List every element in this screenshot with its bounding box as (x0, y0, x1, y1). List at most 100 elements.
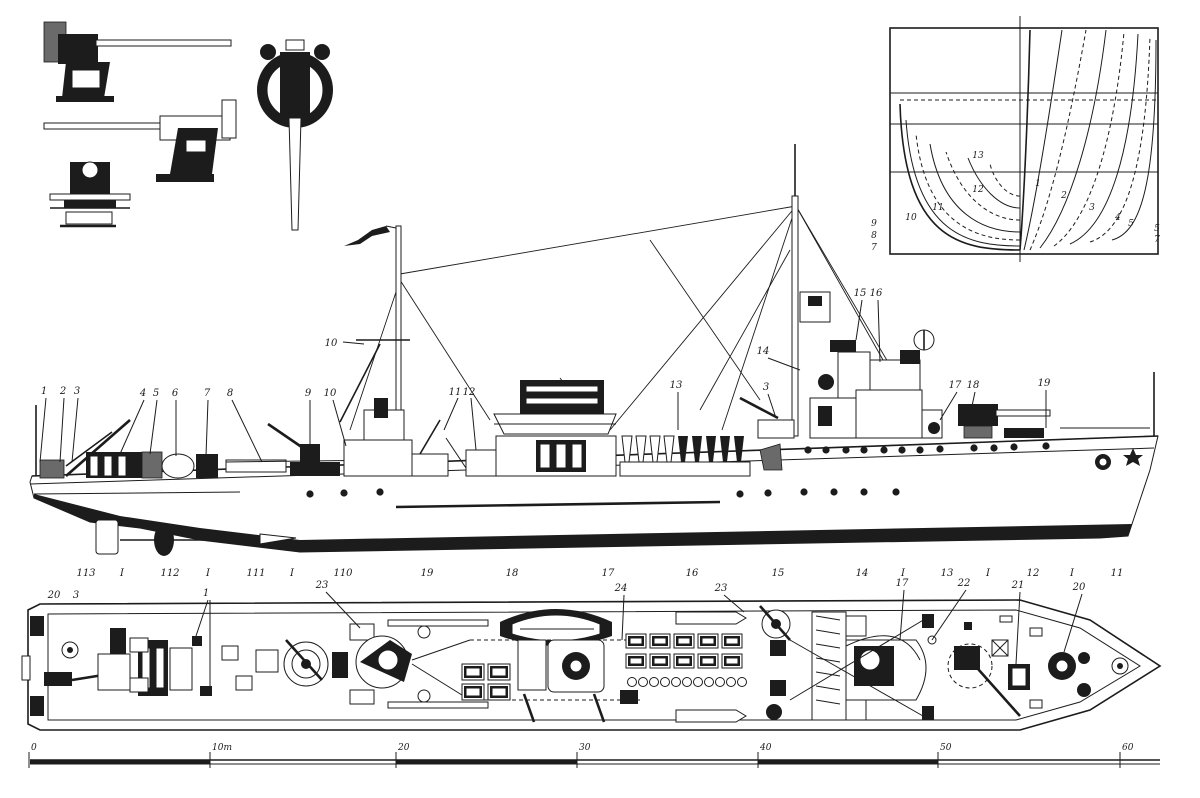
section-label: 1 (1035, 179, 1041, 189)
porthole (892, 488, 900, 496)
porthole (822, 446, 830, 454)
frame-number: I (119, 568, 125, 579)
rack-base (619, 461, 751, 477)
midship-structures (267, 339, 617, 477)
frame-number: 14 (856, 568, 869, 579)
callout-label: 1 (203, 588, 209, 599)
callout-label: 6 (172, 388, 179, 399)
profile-leaders (39, 299, 1047, 463)
depth-charge (678, 436, 688, 462)
aft-deck-equipment (35, 405, 391, 479)
callout-label: 13 (670, 380, 683, 391)
section-label: 7 (871, 243, 877, 253)
callout-label: 3 (74, 386, 80, 397)
porthole (830, 488, 838, 496)
section-label: 4 (1114, 213, 1121, 223)
frame-number: 13 (941, 568, 954, 579)
porthole (880, 446, 888, 454)
callout-label: 11 (449, 387, 462, 398)
callout-label: 12 (463, 387, 476, 398)
porthole (1042, 442, 1050, 450)
deck-charge (693, 677, 703, 687)
callout-label: 20 (47, 590, 61, 601)
gun-front-view (49, 161, 131, 228)
depth-charge (706, 436, 716, 462)
depth-charge-racks (619, 435, 751, 477)
callout-label: 1 (41, 386, 47, 397)
frame-number: I (985, 568, 991, 579)
plan-forward-gun (947, 615, 1129, 717)
frame-number: I (1069, 568, 1075, 579)
scale-tick-label: 30 (579, 743, 591, 753)
section-label: 5 (1154, 224, 1160, 234)
callout-label: 10 (325, 338, 338, 349)
section-label: 12 (972, 185, 984, 195)
porthole (842, 446, 850, 454)
callout-label: 9 (305, 388, 312, 399)
callout-label: 22 (957, 578, 971, 589)
gun-top-view (257, 39, 333, 231)
porthole (990, 444, 998, 452)
frame-number: 16 (686, 568, 699, 579)
callout-label: 15 (854, 288, 867, 299)
section-label: 2 (1060, 191, 1067, 201)
plan-torpedoes (675, 605, 791, 723)
deck-box-core (629, 637, 643, 645)
callout-label: 14 (757, 346, 770, 357)
frame-number: 12 (1027, 568, 1040, 579)
callout-label: 17 (949, 380, 962, 391)
porthole (860, 446, 868, 454)
deck-charge (715, 677, 725, 687)
callout-label: 3 (763, 382, 769, 393)
porthole (376, 488, 384, 496)
scale-tick-label: 50 (940, 743, 952, 753)
deck-box-core (491, 667, 507, 677)
frame-number: 17 (602, 568, 615, 579)
frame-number: 113 (76, 568, 95, 579)
callout-label: 8 (227, 388, 233, 399)
deck-box-core (491, 687, 507, 697)
deck-charge (737, 677, 747, 687)
forward-gun (958, 372, 1155, 439)
plan-box-grid-aft (461, 663, 511, 701)
callout-label: 7 (204, 388, 211, 399)
frame-number: 110 (333, 568, 353, 579)
scale-tick-label: 60 (1122, 743, 1134, 753)
callout-label: 18 (967, 380, 980, 391)
callout-label: 2 (59, 386, 66, 397)
frame-number: 11 (1111, 568, 1124, 579)
depth-charge (720, 436, 730, 462)
deck-box-core (677, 637, 691, 645)
section-label: 11 (932, 203, 943, 213)
frame-number: I (289, 568, 295, 579)
deck-box-core (725, 637, 739, 645)
foremast (791, 195, 799, 437)
porthole (306, 490, 314, 498)
plan-box-grid-fwd (625, 633, 747, 687)
frame-number: 111 (246, 568, 265, 579)
callout-label: 17 (896, 578, 909, 589)
frame-number: 18 (506, 568, 519, 579)
callout-label: 10 (324, 388, 337, 399)
callout-label: 5 (153, 388, 159, 399)
depth-charge (734, 436, 744, 462)
scale-tick-label: 20 (397, 743, 410, 753)
plan-lifeboat (500, 609, 612, 646)
callout-label: 19 (1038, 378, 1051, 389)
porthole (340, 489, 348, 497)
deck-box-core (465, 667, 481, 677)
scale-tick-label: 10m (212, 743, 232, 753)
section-label: 9 (871, 219, 877, 229)
porthole (970, 444, 978, 452)
deck-charge (726, 677, 736, 687)
deck-box-core (653, 637, 667, 645)
porthole (936, 445, 944, 453)
